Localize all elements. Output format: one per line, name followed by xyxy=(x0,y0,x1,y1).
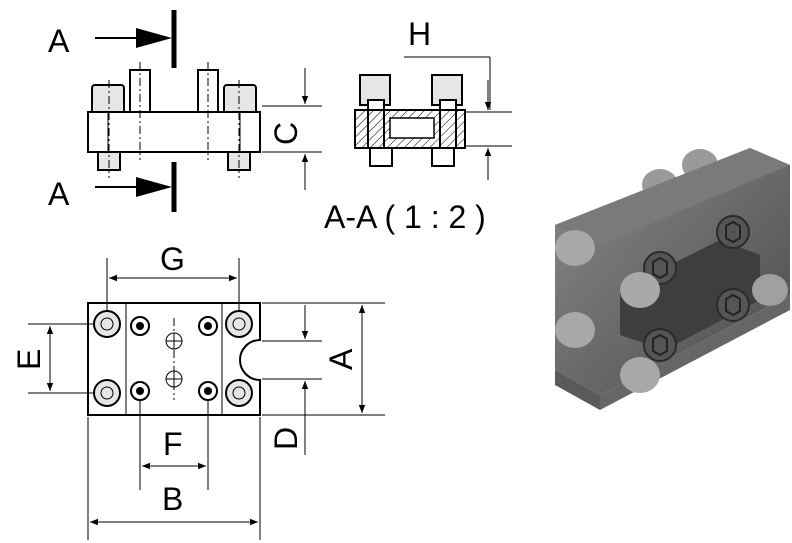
dimension-g: G xyxy=(106,241,240,312)
section-caption: A-A ( 1 : 2 ) xyxy=(324,199,486,235)
section-view-a-a: H A-A ( 1 : 2 ) xyxy=(324,16,512,235)
dim-f-label: F xyxy=(163,426,183,462)
dimension-h: H xyxy=(404,16,512,180)
pin-icon xyxy=(130,316,218,401)
top-view: G E A D F xyxy=(11,241,385,540)
section-arrow-top: A xyxy=(48,10,177,68)
dimension-e: E xyxy=(11,323,95,394)
section-arrow-top-label: A xyxy=(48,23,70,59)
dim-c-label: C xyxy=(268,122,304,145)
isometric-render xyxy=(555,148,790,410)
dimension-d: D xyxy=(262,305,322,455)
hex-bolt-icon xyxy=(93,310,253,407)
dimension-a: A xyxy=(262,302,385,416)
section-arrow-bottom: A xyxy=(48,162,177,212)
dim-g-label: G xyxy=(160,241,185,277)
dimension-b: B xyxy=(87,417,261,540)
section-arrow-bottom-label: A xyxy=(48,176,70,212)
dim-h-label: H xyxy=(408,16,431,52)
front-view: A A C xyxy=(48,10,322,212)
dim-b-label: B xyxy=(162,481,183,517)
dim-d-label: D xyxy=(268,427,304,450)
dim-e-label: E xyxy=(11,349,47,370)
dimension-c: C xyxy=(262,68,322,190)
dim-a-label: A xyxy=(323,348,359,370)
dimension-f: F xyxy=(139,400,209,490)
